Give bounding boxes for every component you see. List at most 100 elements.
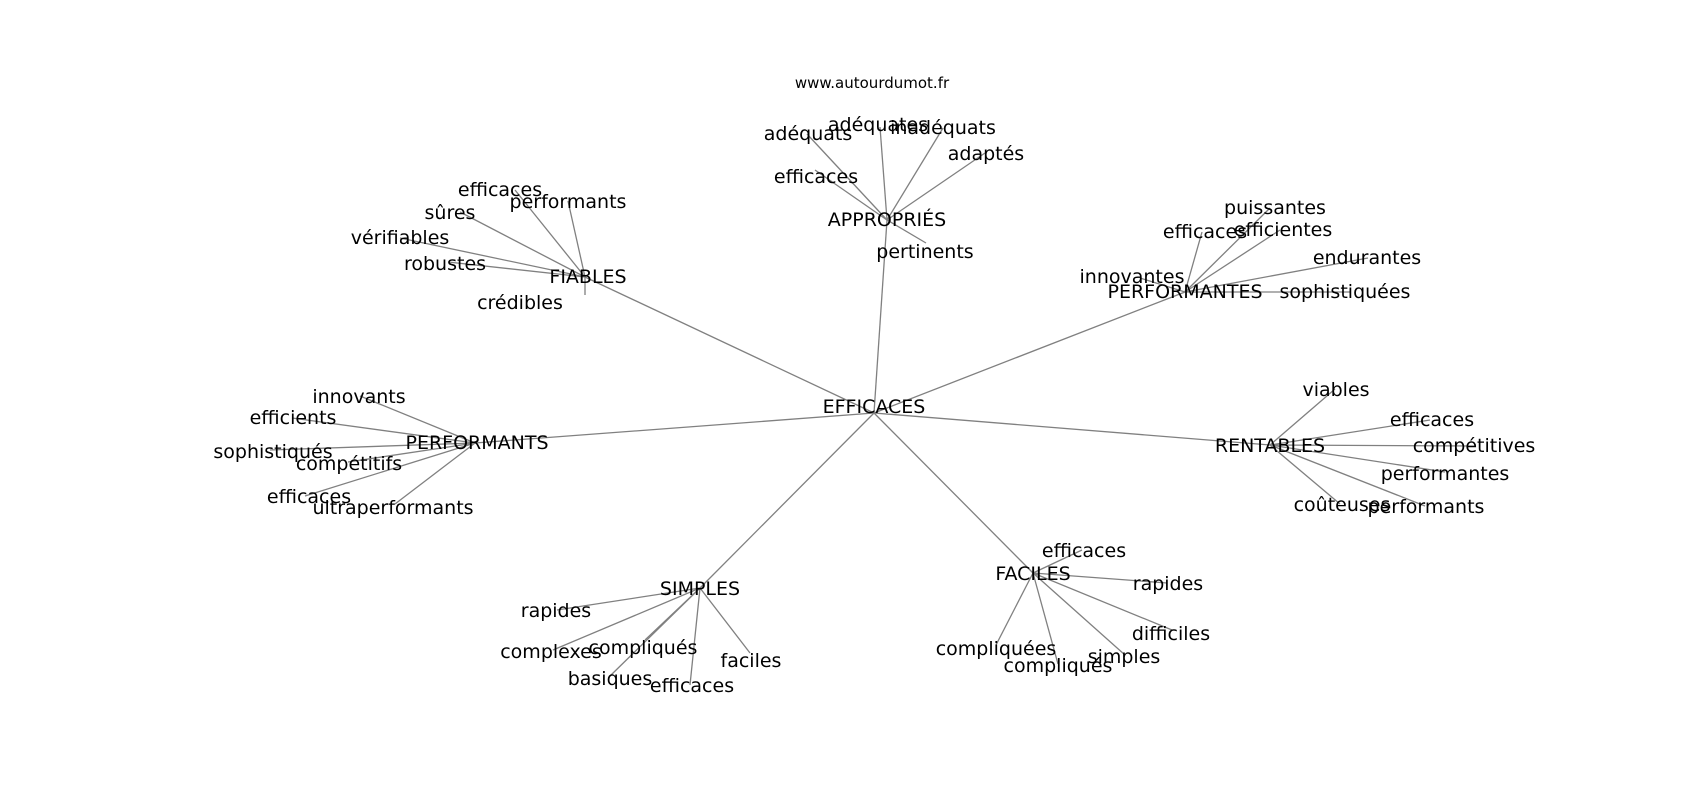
leaf-node-label: faciles	[721, 650, 782, 672]
edge-hub-leaf	[304, 442, 476, 497]
edge-hub-leaf	[1269, 444, 1476, 447]
edge-hub-leaf	[1032, 572, 1173, 631]
leaf-node-label: efficaces	[650, 675, 734, 697]
leaf-node-label: sophistiquées	[1280, 281, 1411, 303]
edge-hub-leaf	[394, 442, 476, 505]
edge-center-hub	[873, 291, 1186, 414]
edge-hub-leaf	[879, 126, 888, 221]
edge-hub-leaf	[291, 417, 476, 444]
leaf-node-label: adéquats	[764, 123, 853, 145]
edge-hub-leaf	[1269, 419, 1431, 446]
leaf-node-label: vérifiables	[351, 227, 450, 249]
hub-node-label: APPROPRIÉS	[828, 208, 946, 231]
edge-hub-leaf	[359, 395, 476, 444]
leaf-node-label: crédibles	[477, 292, 563, 314]
leaf-node-label: adéquates	[828, 114, 928, 136]
edge-hub-leaf	[886, 152, 986, 221]
edge-hub-leaf	[1184, 231, 1203, 293]
edge-hub-leaf	[1032, 572, 1059, 665]
edge-center-hub	[873, 412, 1271, 446]
edge-hub-leaf	[689, 587, 701, 686]
edge-hub-leaf	[1032, 572, 1168, 584]
edge-hub-leaf	[699, 587, 751, 654]
leaf-node-label: efficients	[250, 407, 337, 429]
leaf-node-label: robustes	[404, 253, 486, 275]
edge-hub-leaf	[567, 200, 586, 278]
leaf-node-label: efficaces	[267, 486, 351, 508]
leaf-node-label: compétitifs	[296, 453, 402, 475]
source-label[interactable]: www.autourdumot.fr	[795, 74, 950, 92]
edge-hub-leaf	[556, 587, 701, 611]
leaf-node-label: simples	[1088, 646, 1161, 668]
edge-hub-leaf	[814, 169, 888, 221]
edge-hub-leaf	[447, 261, 586, 278]
center-node-label: EFFICACES	[823, 396, 926, 418]
hub-node-label: FACILES	[995, 563, 1070, 585]
leaf-node-label: compétitives	[1413, 435, 1536, 457]
edge-hub-leaf	[1032, 549, 1083, 574]
leaf-node-label: compliquées	[936, 638, 1057, 660]
leaf-node-label: efficientes	[1234, 219, 1333, 241]
leaf-node-label: difficiles	[1132, 623, 1210, 645]
edge-hub-leaf	[1032, 572, 1126, 656]
hub-node-label: PERFORMANTES	[1107, 281, 1262, 303]
hub-node-label: SIMPLES	[660, 578, 740, 600]
leaf-node-label: inadéquats	[890, 117, 996, 139]
leaf-node-label: viables	[1302, 379, 1369, 401]
edge-center-hub	[474, 412, 875, 444]
leaf-node-label: rapides	[1133, 573, 1203, 595]
leaf-node-label: efficaces	[458, 179, 542, 201]
edge-center-hub	[873, 219, 888, 414]
edge-hub-leaf	[886, 127, 944, 221]
edge-hub-leaf	[1269, 444, 1426, 507]
leaf-node-label: rapides	[521, 600, 591, 622]
leaf-node-label: sophistiqués	[213, 441, 332, 463]
edge-hub-leaf	[347, 442, 476, 463]
leaf-node-label: efficaces	[1042, 540, 1126, 562]
edge-hub-leaf	[1184, 207, 1271, 293]
leaf-node-label: efficaces	[1390, 409, 1474, 431]
edge-hub-leaf	[886, 219, 927, 244]
edge-center-hub	[699, 412, 875, 589]
edge-hub-leaf	[1269, 388, 1336, 446]
edge-hub-leaf	[995, 572, 1034, 646]
leaf-node-label: basiques	[568, 668, 653, 690]
leaf-node-label: innovants	[312, 386, 405, 408]
leaf-node-label: performants	[1368, 496, 1485, 518]
edge-hub-leaf	[459, 211, 586, 278]
leaf-node-label: adaptés	[948, 143, 1024, 165]
leaf-node-label: endurantes	[1313, 247, 1421, 269]
leaf-node-label: compliqués	[1004, 655, 1113, 677]
graph-labels: www.autourdumot.fr EFFICACES APPROPRIÉS a…	[213, 74, 1535, 697]
edge-hub-leaf	[1184, 229, 1281, 293]
leaf-node-label: coûteuses	[1294, 494, 1391, 516]
hub-node-label: FIABLES	[549, 266, 626, 288]
edge-hub-leaf	[609, 587, 701, 677]
leaf-node-label: innovantes	[1080, 266, 1185, 288]
edge-hub-leaf	[1269, 444, 1446, 473]
graph-edges	[269, 126, 1476, 686]
edge-center-hub	[873, 412, 1034, 574]
edge-hub-leaf	[1184, 257, 1369, 293]
edge-hub-leaf	[1139, 277, 1186, 293]
hub-node-label: PERFORMANTS	[405, 432, 548, 454]
leaf-node-label: performants	[510, 191, 627, 213]
leaf-node-label: efficaces	[1163, 221, 1247, 243]
leaf-node-label: performantes	[1381, 463, 1510, 485]
edge-hub-leaf	[806, 133, 888, 221]
leaf-node-label: sûres	[425, 202, 476, 224]
edge-center-hub	[584, 276, 875, 414]
edge-hub-leaf	[1269, 444, 1341, 505]
hub-node-label: RENTABLES	[1215, 435, 1325, 457]
leaf-node-label: compliqués	[589, 637, 698, 659]
leaf-node-label: efficaces	[774, 166, 858, 188]
edge-hub-leaf	[552, 587, 701, 651]
leaf-node-label: puissantes	[1224, 197, 1326, 219]
edge-hub-leaf	[399, 237, 586, 278]
leaf-node-label: pertinents	[876, 241, 973, 263]
edge-hub-leaf	[514, 189, 586, 278]
leaf-node-label: ultraperformants	[312, 497, 473, 519]
leaf-node-label: complexes	[500, 641, 602, 663]
edge-hub-leaf	[269, 442, 476, 451]
